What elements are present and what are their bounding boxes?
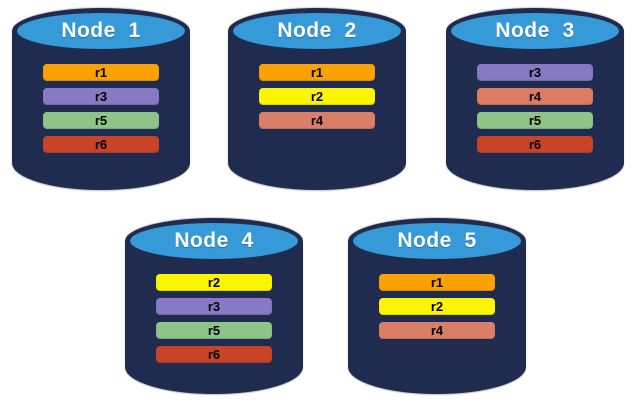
replica-bar: r1 [43, 64, 159, 81]
replica-bar: r6 [156, 346, 272, 363]
replica-bar: r4 [477, 88, 593, 105]
node-title: Node 1 [61, 19, 141, 42]
node-4-cylinder: Node 4 r2 r3 r5 r6 [125, 218, 303, 394]
replica-bar: r6 [43, 136, 159, 153]
replica-list: r1 r2 r4 [228, 64, 406, 129]
replica-bar: r2 [259, 88, 375, 105]
database-cylinder-body [228, 30, 406, 190]
replica-bar: r2 [379, 298, 495, 315]
database-cylinder-body [446, 30, 624, 190]
replica-bar: r4 [379, 322, 495, 339]
database-cylinder-top: Node 3 [446, 8, 624, 54]
replica-list: r3 r4 r5 r6 [446, 64, 624, 153]
replica-bar: r3 [156, 298, 272, 315]
replica-list: r1 r3 r5 r6 [12, 64, 190, 153]
replica-bar: r5 [477, 112, 593, 129]
database-cylinder-top: Node 4 [125, 218, 303, 264]
node-title: Node 3 [495, 19, 575, 42]
replica-list: r2 r3 r5 r6 [125, 274, 303, 363]
replica-bar: r3 [477, 64, 593, 81]
database-cylinder-body [125, 240, 303, 394]
node-title: Node 5 [397, 229, 477, 252]
node-2-cylinder: Node 2 r1 r2 r4 [228, 8, 406, 190]
replica-bar: r2 [156, 274, 272, 291]
replica-bar: r4 [259, 112, 375, 129]
database-cylinder-top: Node 2 [228, 8, 406, 54]
database-cylinder-body [348, 240, 526, 394]
node-title: Node 2 [277, 19, 357, 42]
database-cylinder-body [12, 30, 190, 190]
replica-bar: r1 [379, 274, 495, 291]
replica-bar: r3 [43, 88, 159, 105]
database-cylinder-top: Node 1 [12, 8, 190, 54]
node-3-cylinder: Node 3 r3 r4 r5 r6 [446, 8, 624, 190]
database-cylinder-top: Node 5 [348, 218, 526, 264]
replica-list: r1 r2 r4 [348, 274, 526, 339]
node-5-cylinder: Node 5 r1 r2 r4 [348, 218, 526, 394]
replica-bar: r5 [43, 112, 159, 129]
node-title: Node 4 [174, 229, 254, 252]
replica-bar: r5 [156, 322, 272, 339]
replica-bar: r6 [477, 136, 593, 153]
replica-bar: r1 [259, 64, 375, 81]
node-1-cylinder: Node 1 r1 r3 r5 r6 [12, 8, 190, 190]
